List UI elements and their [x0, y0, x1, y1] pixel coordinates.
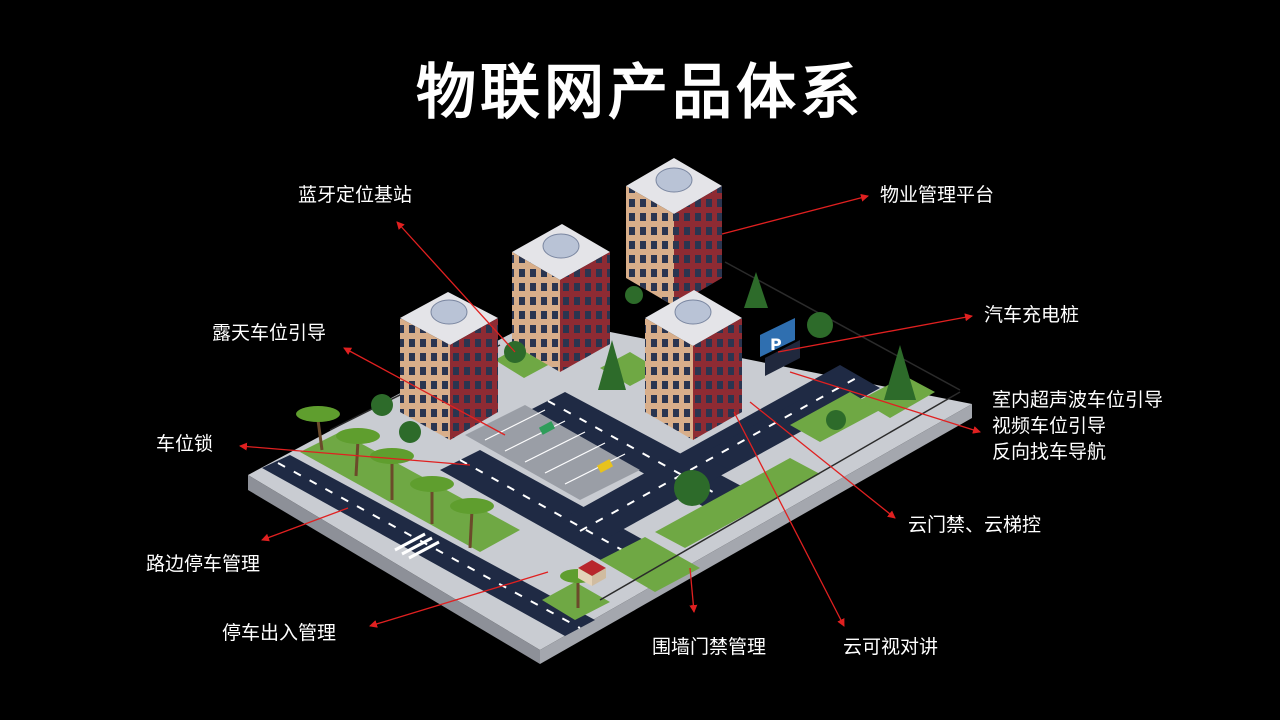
label-outdoor-guidance: 露天车位引导 [212, 322, 327, 344]
annotation-arrows [239, 193, 981, 628]
label-roadside-parking: 路边停车管理 [146, 553, 261, 575]
label-reverse-car-finding: 反向找车导航 [992, 441, 1107, 463]
label-video-guidance: 视频车位引导 [992, 415, 1107, 437]
label-cloud-intercom: 云可视对讲 [843, 636, 939, 658]
building-left [400, 292, 498, 440]
svg-text:P: P [770, 335, 782, 354]
label-property-platform: 物业管理平台 [880, 184, 995, 206]
label-parking-entry: 停车出入管理 [222, 622, 337, 644]
label-fence-access: 围墙门禁管理 [652, 636, 767, 658]
label-parking-lock: 车位锁 [156, 433, 214, 455]
parking-sign-icon: P [760, 318, 795, 357]
building-back [626, 158, 722, 306]
trees [296, 272, 916, 608]
label-cloud-access: 云门禁、云梯控 [908, 514, 1042, 536]
gate-booth [578, 560, 606, 586]
label-bluetooth-beacon: 蓝牙定位基站 [298, 184, 413, 206]
outdoor-parking-lot [465, 405, 640, 500]
roads [262, 365, 880, 636]
building-middle [512, 224, 610, 372]
page-title: 物联网产品体系 [416, 58, 864, 128]
label-indoor-guidance: 室内超声波车位引导 视频车位引导 反向找车导航 [992, 387, 1163, 465]
building-front [645, 290, 742, 440]
label-indoor-ultrasonic: 室内超声波车位引导 [992, 389, 1164, 411]
label-ev-charger: 汽车充电桩 [984, 304, 1080, 326]
